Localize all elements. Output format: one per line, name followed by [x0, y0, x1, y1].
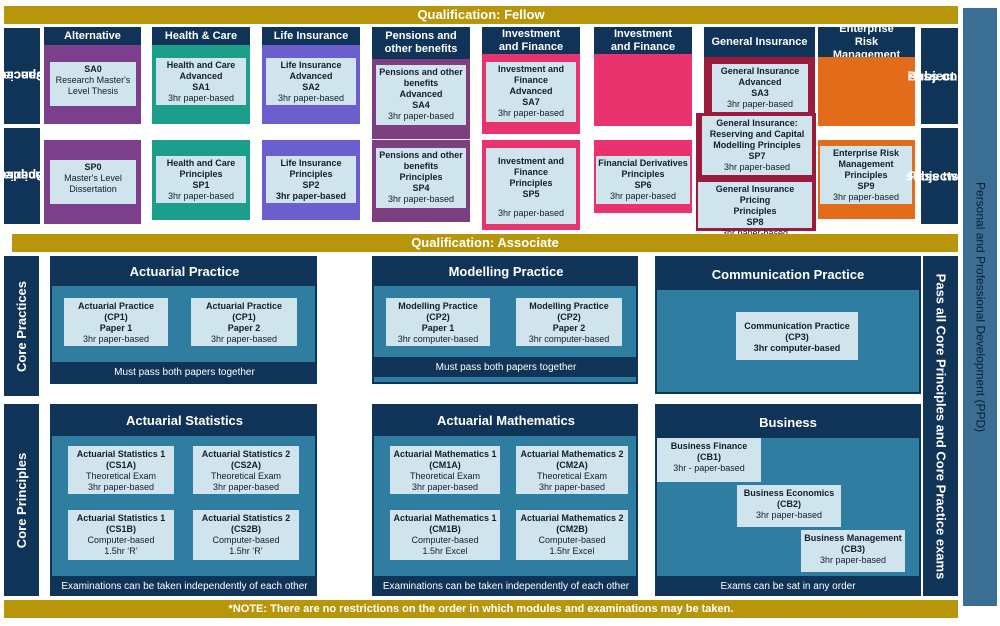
business-title: Business: [657, 406, 919, 438]
box-cs2b: Actuarial Statistics 2(CS2B)Computer-bas…: [193, 510, 299, 560]
cell-erm-sa: [818, 57, 915, 126]
row-label-core-principles: Core Principles: [4, 404, 39, 596]
section-actuarial-statistics: [50, 404, 317, 596]
box-cm2a: Actuarial Mathematics 2(CM2A)Theoretical…: [516, 446, 628, 494]
box-cs1a: Actuarial Statistics 1(CS1A)Theoretical …: [68, 446, 174, 494]
box-cb2: Business Economics(CB2)3hr paper-based: [737, 485, 841, 527]
actuarial-statistics-title: Actuarial Statistics: [52, 404, 317, 436]
ppd-bar: Personal and Professional Development (P…: [963, 8, 997, 606]
column-header-life-insurance: Life Insurance: [262, 27, 360, 45]
box-cm2b: Actuarial Mathematics 2(CM2B)Computer-ba…: [516, 510, 628, 560]
box-cp3: Communication Practice(CP3)3hr computer-…: [736, 312, 858, 360]
note-banner: *NOTE: There are no restrictions on the …: [4, 600, 958, 618]
actuarial-mathematics-footer: Examinations can be taken independently …: [374, 576, 638, 596]
column-header-erm: Enterprise Risk Management: [818, 23, 915, 61]
associate-banner: Qualification: Associate: [12, 234, 958, 252]
actuarial-mathematics-title: Actuarial Mathematics: [374, 404, 638, 436]
box-cb3: Business Management(CB3)3hr paper-based: [801, 530, 905, 572]
box-cs1b: Actuarial Statistics 1(CS1B)Computer-bas…: [68, 510, 174, 560]
row-label-specialist-advanced: SpecialistAdvanced: [0, 28, 61, 124]
column-header-investment-finance: Investment and Finance: [482, 27, 580, 54]
box-cm1b: Actuarial Mathematics 1(CM1B)Computer-ba…: [390, 510, 500, 560]
column-header-alternative: Alternative: [44, 27, 141, 45]
modelling-practice-title: Modelling Practice: [374, 256, 638, 286]
actuarial-practice-footer: Must pass both papers together: [52, 362, 317, 382]
row-label-specialist-principles: SpecialistPrinciples: [0, 128, 61, 224]
cell-investment2-sa: [594, 54, 692, 126]
section-actuarial-mathematics: [372, 404, 638, 596]
modelling-practice-footer: Must pass both papers together: [374, 357, 638, 377]
column-header-investment-finance-2: Investment and Finance: [594, 27, 692, 54]
communication-practice-title: Communication Practice: [657, 258, 919, 290]
actuarial-practice-title: Actuarial Practice: [52, 256, 317, 286]
business-footer: Exams can be sat in any order: [657, 576, 919, 596]
box-cs2a: Actuarial Statistics 2(CS2A)Theoretical …: [193, 446, 299, 494]
column-header-health-care: Health & Care: [152, 27, 250, 45]
column-header-general-insurance: General Insurance: [704, 27, 815, 57]
box-cm1a: Actuarial Mathematics 1(CM1A)Theoretical…: [390, 446, 500, 494]
label-pass-all-core: Pass all Core Principles and Core Practi…: [923, 256, 958, 596]
actuarial-statistics-footer: Examinations can be taken independently …: [52, 576, 317, 596]
fellow-banner: Qualification: Fellow: [4, 6, 958, 24]
column-header-pensions: Pensions and other benefits: [372, 27, 470, 59]
box-cb1: Business Finance(CB1)3hr - paper-based: [657, 438, 761, 482]
row-label-core-practices: Core Practices: [4, 256, 39, 396]
